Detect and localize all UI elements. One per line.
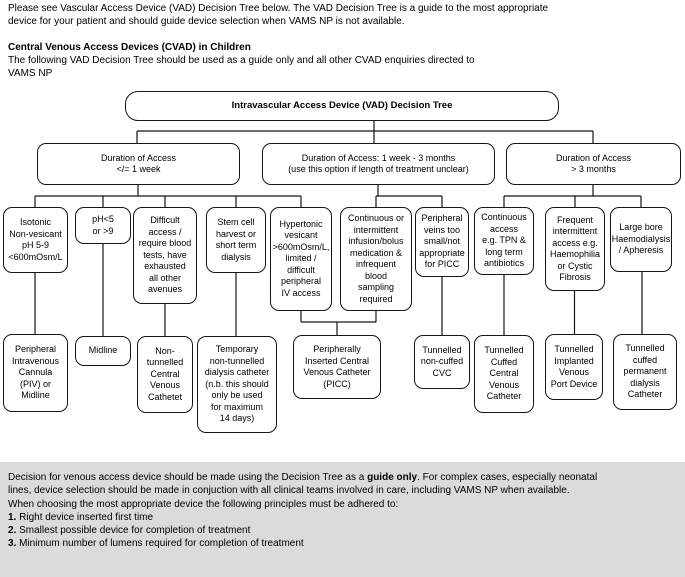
node-piv-or-midline: Peripheral Intravenous Cannula (PIV) or … [3, 334, 68, 412]
node-duration-1-week-to-3-months: Duration of Access: 1 week - 3 months (u… [262, 143, 495, 185]
principle-item-2: 2. Smallest possible device for completi… [8, 524, 622, 537]
node-duration-over-3-months: Duration of Access > 3 months [506, 143, 681, 185]
node-peripheral-veins-too-small: Peripheral veins too small/not appropria… [415, 207, 469, 277]
node-isotonic-non-vesicant: Isotonic Non-vesicant pH 5-9 <600mOsm/L [3, 207, 68, 273]
intro-heading-cvad-children: Central Venous Access Devices (CVAD) in … [8, 42, 251, 53]
principle-item-1: 1. Right device inserted first time [8, 511, 622, 524]
node-difficult-access: Difficult access / require blood tests, … [133, 207, 197, 304]
intro-paragraph-2: The following VAD Decision Tree should b… [8, 55, 475, 80]
principle-1-number: 1. [8, 511, 17, 523]
footer-p1-post: . For complex cases, especially neonatal… [8, 472, 598, 497]
node-tunnelled-cuffed-cvc: Tunnelled Cuffed Central Venous Catheter [474, 335, 534, 413]
node-implanted-venous-port-device: Tunnelled Implanted Venous Port Device [545, 334, 603, 400]
node-tunnelled-non-cuffed-cvc: Tunnelled non-cuffed CVC [414, 335, 470, 389]
node-continuous-intermittent-infusion: Continuous or intermittent infusion/bolu… [340, 207, 412, 311]
footer-p1-pre: Decision for venous access device should… [8, 472, 368, 483]
node-frequent-intermittent-access: Frequent intermittent access e.g. Haemop… [545, 207, 605, 291]
node-stem-cell-harvest: Stem cell harvest or short term dialysis [206, 207, 266, 273]
principle-3-text: Minimum number of lumens required for co… [19, 538, 304, 550]
node-duration-up-to-1-week: Duration of Access </= 1 week [37, 143, 240, 185]
node-ph-below-5-or-above-9: pH<5 or >9 [75, 207, 131, 244]
footer-paragraph-2: When choosing the most appropriate devic… [8, 498, 399, 510]
principle-1-text: Right device inserted first time [19, 511, 154, 523]
intro-paragraph-1: Please see Vascular Access Device (VAD) … [8, 3, 549, 28]
principle-2-number: 2. [8, 525, 17, 537]
footer-p1-bold-guide-only: guide only [367, 472, 418, 483]
node-non-tunnelled-central-venous-catheter: Non- tunnelled Central Venous Cathetet [137, 336, 193, 413]
node-hypertonic-vesicant: Hypertonic vesicant >600mOsm/L, limited … [270, 207, 332, 311]
node-vad-decision-tree-title: Intravascular Access Device (VAD) Decisi… [125, 91, 559, 121]
node-picc: Peripherally Inserted Central Venous Cat… [293, 335, 381, 399]
node-large-bore-haemodialysis: Large bore Haemodialysis / Apheresis [610, 207, 672, 272]
footer-paragraph-1: Decision for venous access device should… [8, 471, 622, 498]
principle-item-3: 3. Minimum number of lumens required for… [8, 537, 622, 550]
principle-3-number: 3. [8, 538, 17, 550]
node-midline: Midline [75, 336, 131, 366]
principle-2-text: Smallest possible device for completion … [19, 525, 251, 537]
node-continuous-access-tpn: Continuous access e.g. TPN & long term a… [474, 207, 534, 275]
node-temporary-dialysis-catheter: Temporary non-tunnelled dialysis cathete… [197, 336, 277, 433]
guidance-footer-panel: Decision for venous access device should… [0, 462, 685, 577]
node-permanent-dialysis-catheter: Tunnelled cuffed permanent dialysis Cath… [613, 334, 677, 410]
